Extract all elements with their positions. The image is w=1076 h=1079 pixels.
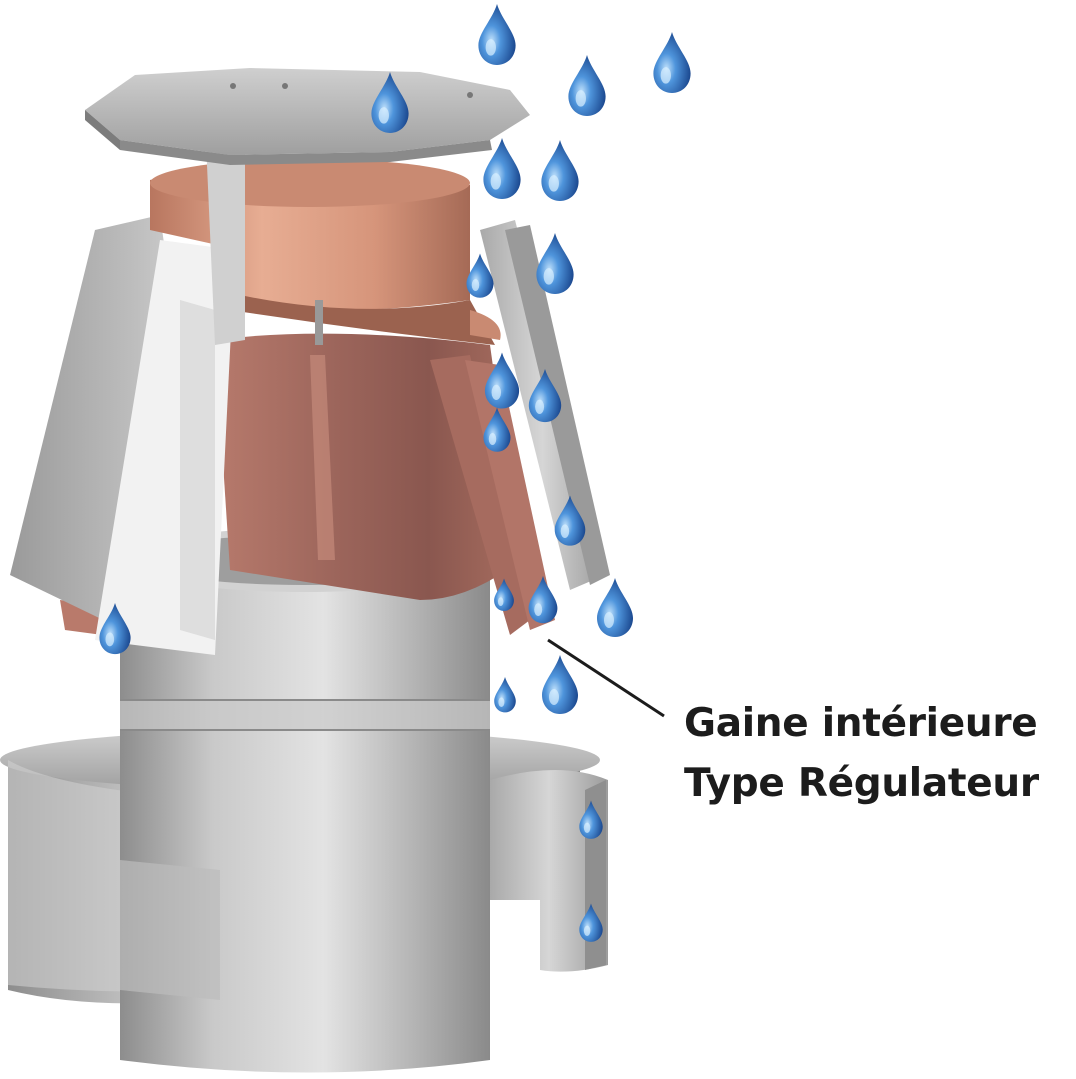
water-drop-icon — [541, 140, 579, 201]
water-drop-icon — [653, 32, 691, 93]
water-drop-icon — [478, 4, 516, 65]
water-drop-icon — [568, 55, 606, 116]
octagonal-cap — [85, 68, 530, 165]
water-drop-icon — [597, 578, 633, 637]
outer-vanes — [10, 215, 610, 655]
callout-line-2: Type Régulateur — [684, 761, 1039, 806]
callout-label: Gaine intérieure Type Régulateur — [684, 694, 1076, 814]
water-drop-icon — [536, 233, 574, 294]
water-drop-icon — [542, 655, 578, 714]
callout-line-1: Gaine intérieure — [684, 701, 1038, 746]
water-drop-icon — [494, 677, 516, 713]
callout-leader-line — [547, 638, 665, 718]
